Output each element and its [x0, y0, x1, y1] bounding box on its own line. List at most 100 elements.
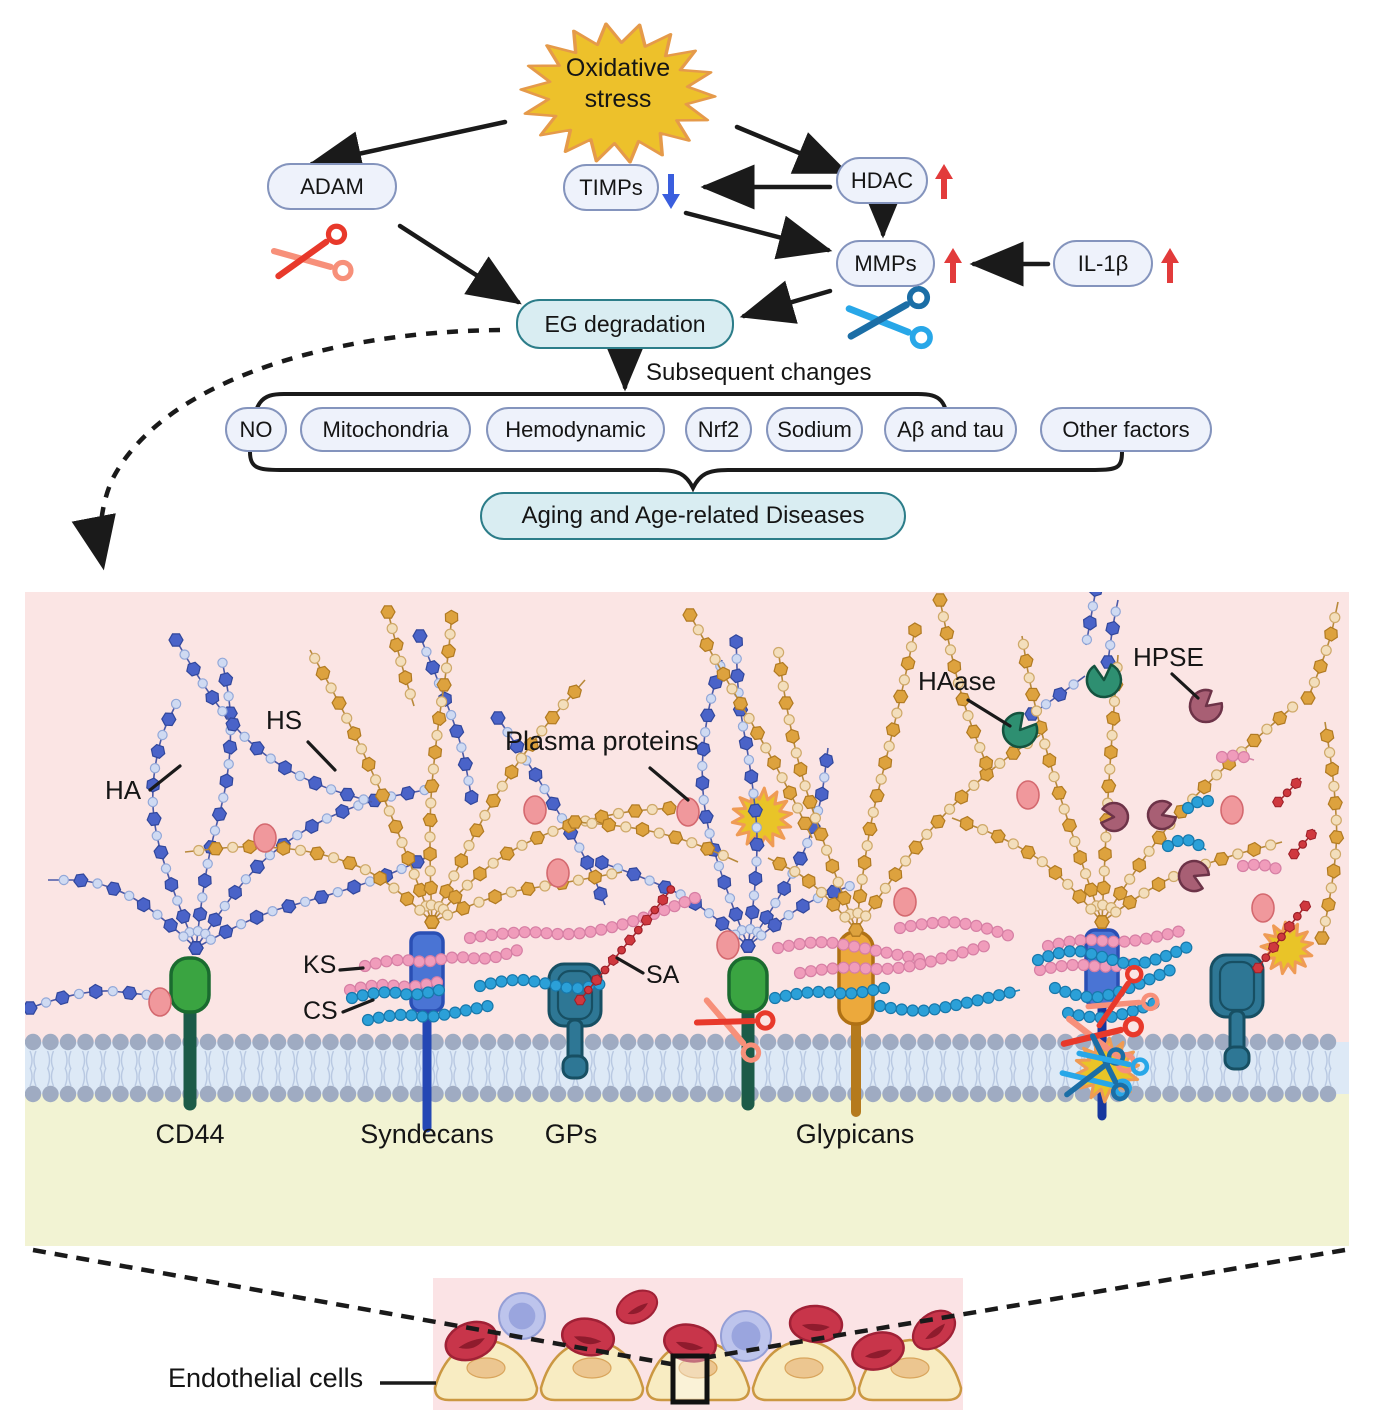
endothelial-cells-label: Endothelial cells	[168, 1363, 364, 1393]
node-hdac-label: HDAC	[850, 167, 914, 193]
cd44-receptor	[169, 956, 211, 1111]
zoom-connector-left	[32, 1247, 672, 1367]
timps-trend-down-arrow	[662, 174, 680, 209]
ks-label: KS	[303, 951, 337, 979]
sa-chain	[1288, 828, 1317, 860]
label-pointer-line	[648, 766, 690, 802]
flow-arrow	[734, 124, 850, 175]
gp-receptor-2	[1209, 953, 1265, 1071]
plasma-protein-icon	[523, 795, 547, 825]
gps-label: GPs	[544, 1119, 598, 1149]
cd44-cleave-scissors-icon	[693, 997, 776, 1063]
label-pointer-line	[338, 966, 365, 972]
endothelial-cell	[751, 1338, 857, 1402]
hs-chain	[424, 868, 623, 929]
ha-chain	[188, 657, 238, 955]
hs-chain	[567, 815, 739, 863]
gp-receptor	[547, 962, 603, 1080]
haase-enzyme-icon	[1001, 711, 1039, 749]
ks-chain	[358, 944, 523, 973]
label-pointer-line	[615, 956, 645, 975]
haase-label: HAase	[918, 666, 997, 696]
flow-arrow	[683, 210, 833, 260]
node-adam-label: ADAM	[300, 173, 364, 199]
syndecan-cleave-scissors-1	[1085, 964, 1160, 1029]
hs-chain	[309, 649, 440, 929]
label-pointer-line	[966, 698, 1012, 728]
plasma-protein-icon	[148, 987, 172, 1017]
node-hdac: HDAC	[836, 157, 928, 204]
factor-nrf2: Nrf2	[685, 407, 752, 452]
cs-chain	[1181, 794, 1215, 815]
factor-abeta-tau-label: Aβ and tau	[897, 416, 1004, 442]
node-mmps: MMPs	[836, 240, 935, 287]
label-pointer-line	[1170, 672, 1200, 700]
plasma-protein-icon	[676, 797, 700, 827]
factor-other-label: Other factors	[1062, 416, 1190, 442]
subsequent-changes-label: Subsequent changes	[646, 359, 872, 386]
hs-chain	[380, 605, 416, 707]
hs-chain	[1300, 601, 1341, 705]
ks-chain	[1041, 925, 1186, 953]
hs-chain	[1017, 635, 1110, 929]
node-il1b: IL-1β	[1053, 240, 1153, 287]
flow-arrow	[307, 119, 508, 176]
il1b-trend-up-arrow	[1161, 248, 1179, 283]
label-pointer-line	[306, 740, 337, 772]
sa-label: SA	[646, 961, 680, 989]
plasma-protein-icon	[1251, 893, 1275, 923]
haase-enzyme-icon-2	[1085, 663, 1123, 699]
cs-chain	[361, 999, 494, 1027]
vessel-graphics	[32, 1247, 1346, 1410]
sa-chain	[1272, 777, 1302, 808]
oxidative-stress-label: Oxidative stress	[538, 53, 698, 115]
node-adam: ADAM	[267, 163, 397, 210]
ha-chain	[740, 880, 855, 953]
node-mmps-label: MMPs	[854, 250, 917, 276]
ha-chain	[1081, 592, 1103, 646]
zoom-connector-right	[708, 1247, 1346, 1360]
red-blood-cell	[615, 1289, 659, 1325]
red-blood-cell	[444, 1320, 498, 1362]
cs-label: CS	[303, 997, 338, 1025]
plasma-proteins-label: Plasma proteins	[505, 726, 699, 756]
factor-sodium-label: Sodium	[777, 416, 852, 442]
node-il1b-label: IL-1β	[1077, 250, 1129, 276]
factor-abeta-tau: Aβ and tau	[884, 407, 1017, 452]
red-blood-cell	[851, 1331, 905, 1371]
cs-chain	[768, 981, 891, 1005]
syndecans-label: Syndecans	[360, 1119, 494, 1149]
hpse-enzyme-icon-3	[1146, 799, 1178, 831]
glypicans-label: Glypicans	[795, 1119, 915, 1149]
hs-chain	[932, 593, 994, 771]
factor-sodium: Sodium	[766, 407, 863, 452]
factor-mitochondria-label: Mitochondria	[322, 416, 449, 442]
factor-hemodynamic-label: Hemodynamic	[505, 416, 646, 442]
sa-chain	[1252, 900, 1312, 974]
cs-chain	[1031, 941, 1193, 970]
plasma-protein-icon	[546, 858, 570, 888]
factor-nrf2-label: Nrf2	[697, 416, 740, 442]
red-blood-cell	[788, 1304, 844, 1344]
white-blood-cell	[498, 1292, 546, 1340]
plasma-protein-icon	[1220, 795, 1244, 825]
flow-arrow	[739, 280, 833, 324]
factor-other: Other factors	[1040, 407, 1212, 452]
eg-degradation-label: EG degradation	[544, 310, 706, 337]
ks-chain	[893, 916, 1015, 942]
plasma-protein-icon	[893, 887, 917, 917]
ks-chain	[793, 940, 990, 980]
cytoplasm-zone	[25, 1094, 1349, 1246]
outcome-label: Aging and Age-related Diseases	[521, 502, 865, 529]
mmps-trend-up-arrow	[944, 248, 962, 283]
factor-no: NO	[225, 407, 287, 452]
signal-starburst	[730, 786, 794, 850]
hs-chain	[767, 856, 864, 937]
cs-chain	[345, 984, 445, 1005]
flow-arrow	[397, 223, 522, 305]
syndecan-cleave-scissors-4	[1076, 1033, 1150, 1102]
ha-chain	[25, 983, 152, 1015]
factor-mitochondria: Mitochondria	[300, 407, 471, 452]
magnified-region-box	[670, 1353, 710, 1405]
